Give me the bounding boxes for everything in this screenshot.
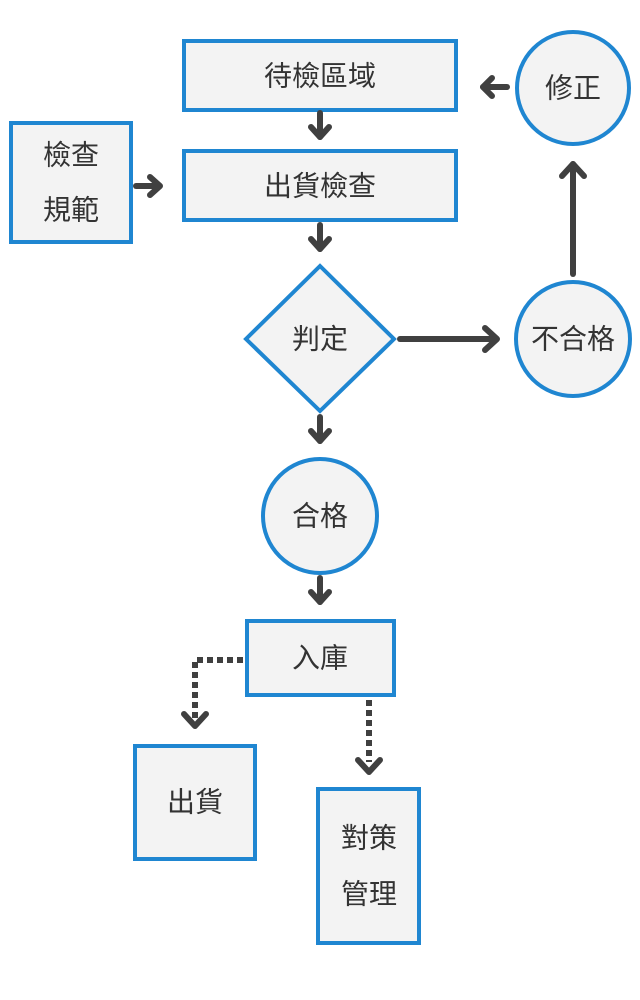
inspection-standard-label-line1: 檢查 [43, 139, 99, 172]
arrow-judgement-to-pass [308, 414, 332, 444]
inspection-standard-label-line2: 規範 [43, 194, 99, 227]
countermeasure-label-line2: 管理 [341, 878, 397, 911]
arrow-pass-to-warehousing [308, 575, 332, 605]
arrow-correction-to-waiting [480, 75, 510, 99]
arrow-judgement-to-fail [397, 325, 500, 353]
shipment-inspection-node: 出貨檢查 [182, 149, 458, 222]
dashed-arrow-warehousing-to-shipping [181, 657, 243, 729]
waiting-area-node: 待檢區域 [182, 39, 458, 112]
judgement-node: 判定 [243, 263, 397, 414]
judgement-label: 判定 [292, 323, 348, 356]
arrow-waiting-to-inspection [308, 110, 332, 140]
fail-label: 不合格 [531, 323, 615, 356]
arrow-fail-to-correction [559, 161, 587, 277]
warehousing-node: 入庫 [245, 619, 396, 697]
fail-node: 不合格 [514, 280, 632, 398]
correction-node: 修正 [515, 30, 631, 146]
arrow-inspection-to-judgement [308, 222, 332, 252]
warehousing-label: 入庫 [292, 642, 348, 675]
dashed-arrow-warehousing-to-countermeasure [355, 700, 383, 775]
pass-label: 合格 [292, 500, 348, 533]
correction-label: 修正 [545, 72, 601, 105]
arrow-standard-to-inspection [133, 174, 163, 198]
pass-node: 合格 [261, 457, 379, 575]
inspection-standard-node: 檢查 規範 [9, 121, 133, 244]
shipment-inspection-label: 出貨檢查 [264, 170, 376, 203]
waiting-area-label: 待檢區域 [264, 60, 376, 93]
countermeasure-node: 對策 管理 [316, 787, 421, 945]
shipping-label: 出貨 [167, 786, 223, 819]
countermeasure-label-line1: 對策 [341, 822, 397, 855]
shipping-node: 出貨 [133, 744, 257, 861]
